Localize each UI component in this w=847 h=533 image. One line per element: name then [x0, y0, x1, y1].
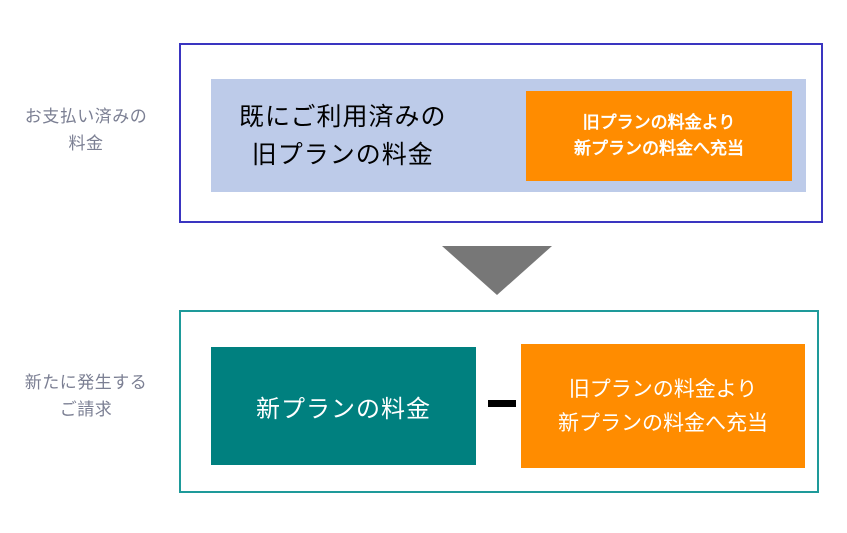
label-new-charge: 新たに発生する ご請求 — [24, 373, 148, 420]
credit-applied-block-bottom: 旧プランの料金より 新プランの料金へ充当 — [521, 344, 805, 468]
minus-operator-icon — [488, 400, 516, 407]
down-triangle-arrow-icon — [442, 246, 552, 295]
label-paid-amount: お支払い済みの 料金 — [24, 107, 148, 154]
credit-applied-block-top: 旧プランの料金より 新プランの料金へ充当 — [526, 91, 792, 181]
paid-section-frame: 既にご利用済みの 旧プランの料金 旧プランの料金より 新プランの料金へ充当 — [179, 43, 823, 223]
new-charge-section-frame: 新プランの料金 旧プランの料金より 新プランの料金へ充当 — [179, 310, 819, 493]
new-plan-price-block: 新プランの料金 — [211, 347, 476, 465]
